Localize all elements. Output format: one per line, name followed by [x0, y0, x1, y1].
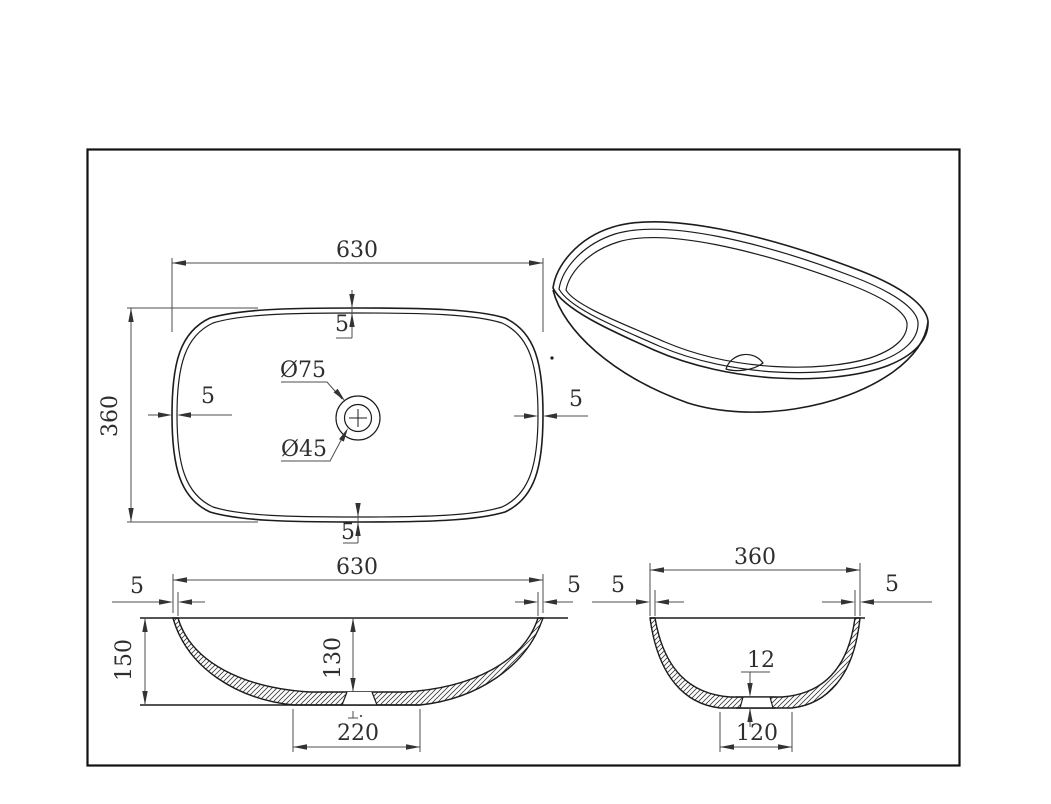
dim-plan-rim-left: 5 — [201, 384, 215, 409]
drain-center-cross — [349, 409, 367, 427]
plan-view-linework — [171, 307, 544, 523]
drain-inner-circle — [343, 403, 373, 433]
drawing-border — [86, 148, 961, 767]
dim-plan-depth: 360 — [98, 395, 123, 437]
dim-side-rim-left: 5 — [611, 573, 625, 598]
plan-view: 630 360 5 5 5 5 — [98, 238, 588, 545]
stray-dot — [550, 356, 554, 360]
dim-front-rim-right: 5 — [567, 573, 581, 598]
dim-plan-rim-top: 5 — [335, 312, 349, 337]
dim-plan-rim-bottom: 5 — [341, 520, 355, 545]
front-view-dimensions: 630 150 130 220 5 — [112, 555, 581, 752]
dim-side-base-width: 120 — [736, 721, 778, 746]
dim-side-drain-lip: 12 — [747, 648, 775, 673]
dim-plan-width: 630 — [336, 238, 378, 263]
center-tick — [348, 711, 358, 719]
label-drain-outer-dia: Ø75 — [280, 358, 326, 383]
drain-outer-circle — [335, 395, 381, 441]
dim-side-depth: 360 — [734, 545, 776, 570]
dim-front-base-width: 220 — [337, 721, 379, 746]
front-section-view: 630 150 130 220 5 — [112, 555, 581, 752]
dim-front-inner-depth: 130 — [321, 637, 346, 679]
basin-underside-curve — [552, 289, 929, 413]
front-wall-section — [172, 617, 544, 706]
dim-front-rim-left: 5 — [130, 574, 144, 599]
label-drain-inner-dia: Ø45 — [281, 437, 327, 462]
plan-view-dimensions: 630 360 5 5 5 5 — [98, 238, 588, 545]
dim-side-rim-right: 5 — [885, 572, 899, 597]
isometric-view — [550, 221, 929, 413]
side-view-dimensions: 360 5 5 12 120 — [592, 545, 932, 752]
dim-plan-rim-right: 5 — [569, 387, 583, 412]
dim-front-width: 630 — [336, 555, 378, 580]
front-drain-slot — [342, 692, 377, 705]
side-section-view: 360 5 5 12 120 — [592, 545, 932, 752]
iso-drain-hole — [725, 353, 764, 372]
side-drain-slot — [740, 697, 773, 708]
dim-front-height: 150 — [112, 639, 137, 681]
